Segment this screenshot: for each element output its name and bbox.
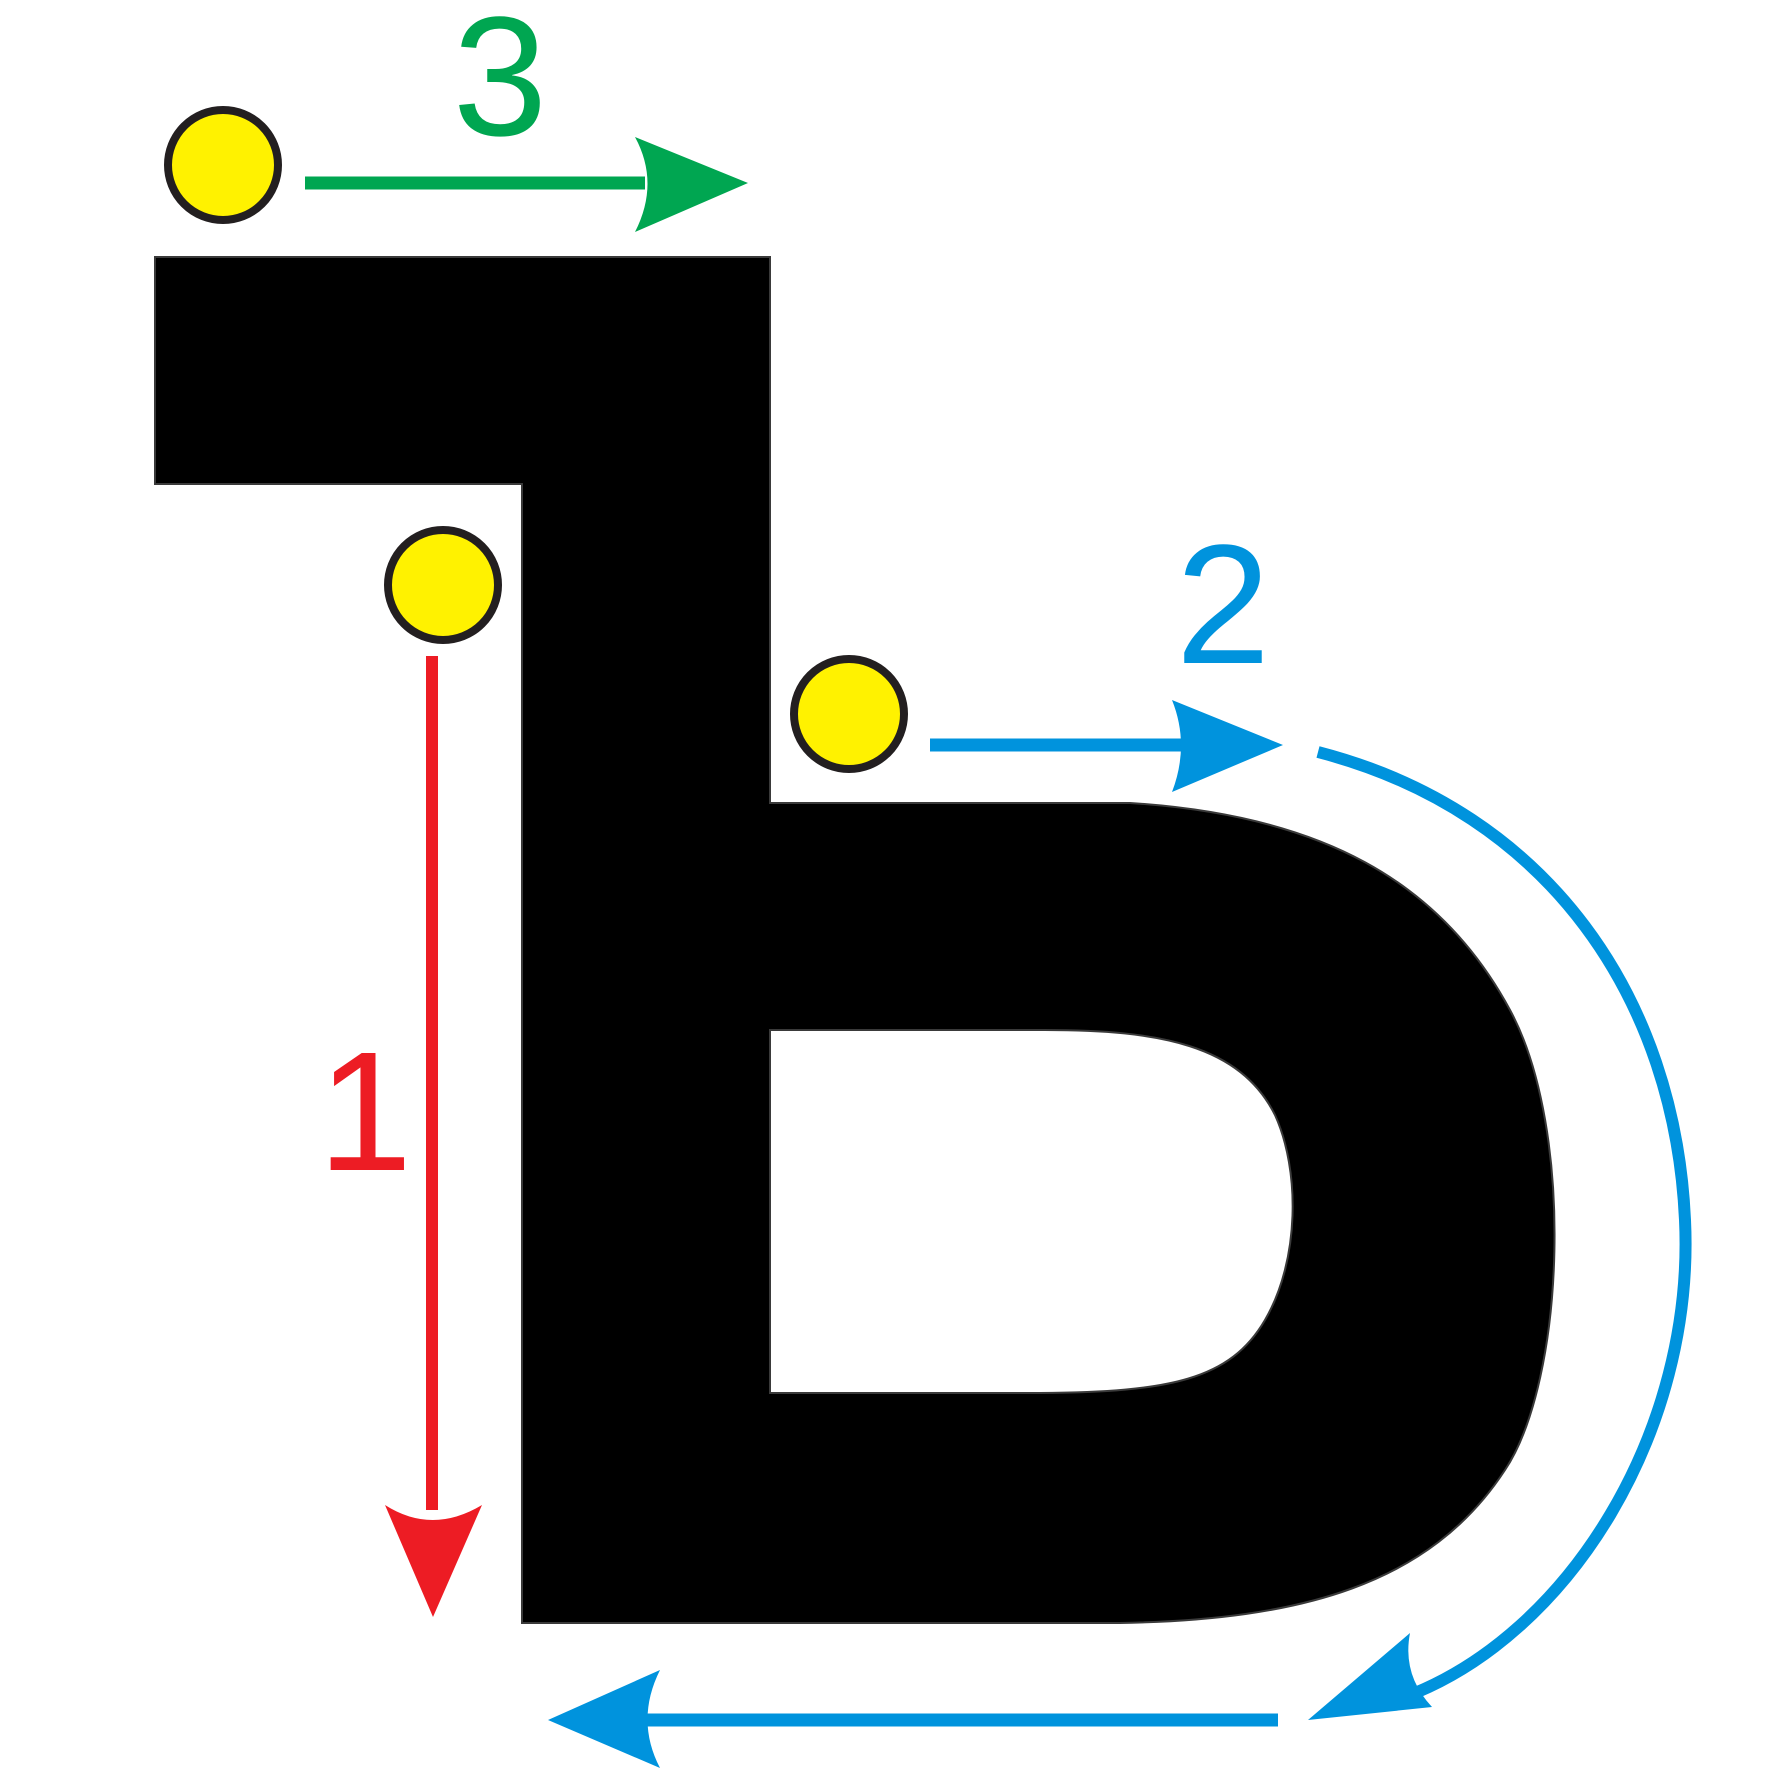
stroke-2-number: 2 <box>1176 510 1271 700</box>
stroke-1-start-dot <box>384 526 502 644</box>
stroke-2-start-dot <box>790 655 908 773</box>
stroke-2-arrow <box>548 700 1692 1768</box>
stroke-3-number: 3 <box>453 0 548 172</box>
letter-glyph <box>154 256 1556 1624</box>
stroke-1-number: 1 <box>318 1017 413 1207</box>
stroke-1-arrow <box>385 656 482 1617</box>
stroke-3-start-dot <box>164 106 282 224</box>
stroke-3-arrow <box>305 137 748 232</box>
